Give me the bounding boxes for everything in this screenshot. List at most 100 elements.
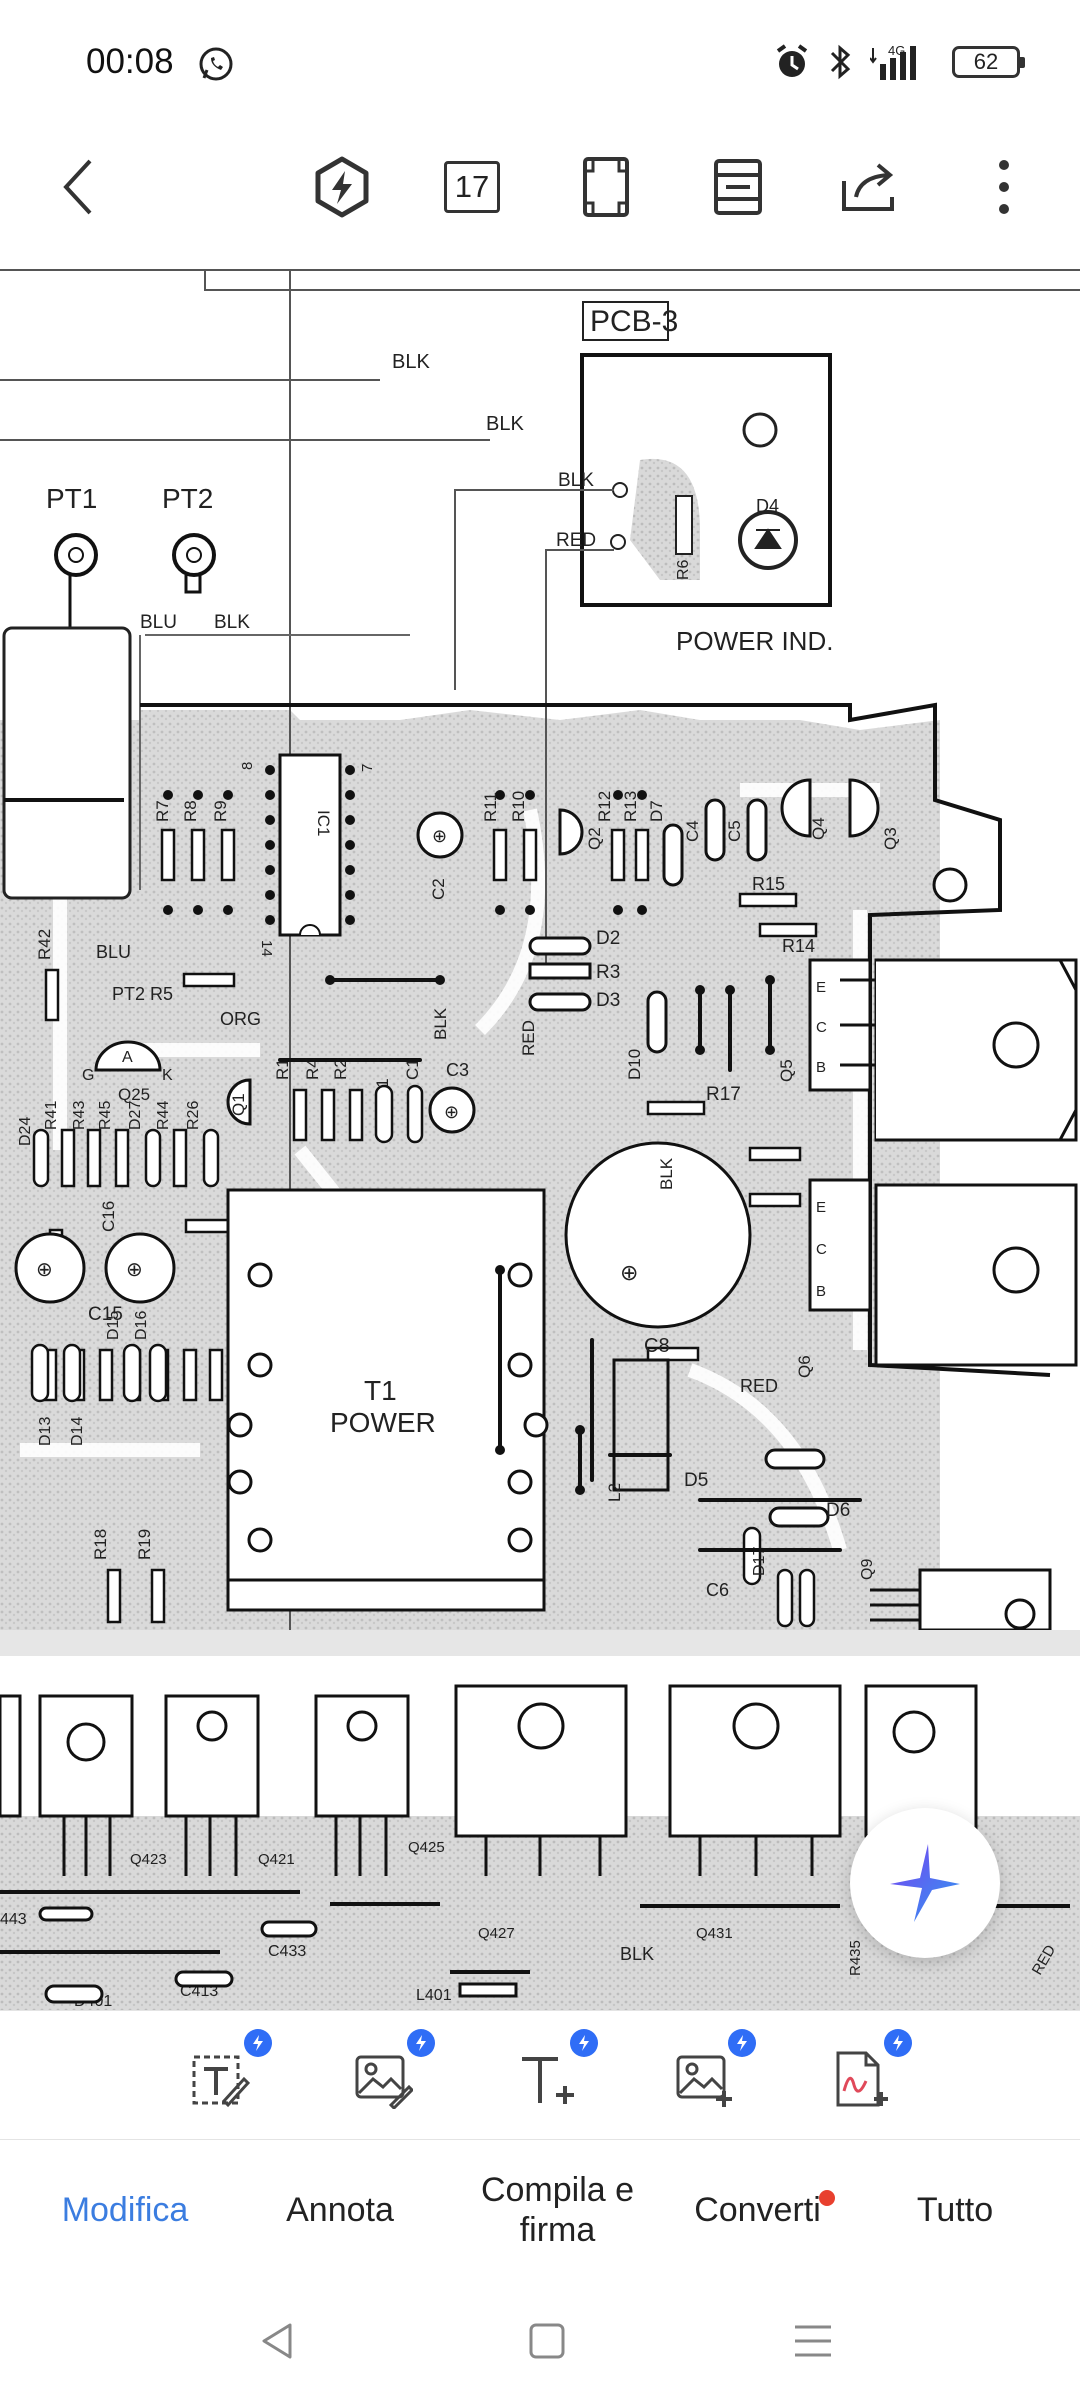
svg-text:E: E [816, 1199, 826, 1216]
svg-text:⊕: ⊕ [36, 1259, 53, 1281]
svg-text:Q1: Q1 [229, 1093, 248, 1116]
svg-text:IC1: IC1 [314, 810, 333, 836]
svg-text:R4: R4 [303, 1058, 322, 1080]
bluetooth-icon [830, 44, 851, 80]
svg-text:R9: R9 [211, 800, 230, 822]
svg-text:BLK: BLK [558, 470, 594, 491]
svg-text:BLK: BLK [214, 612, 250, 633]
page-number-button[interactable]: 17 [430, 145, 514, 229]
page-separator [0, 1630, 1080, 1656]
svg-text:BLK: BLK [392, 351, 430, 373]
svg-text:C: C [816, 1019, 827, 1036]
nav-recents-button[interactable] [778, 2306, 848, 2376]
svg-text:C433: C433 [268, 1943, 306, 1960]
add-image-tool[interactable] [666, 2029, 756, 2117]
add-text-tool[interactable] [508, 2029, 598, 2117]
signal-icon: 4G [870, 43, 916, 80]
fullscreen-button[interactable] [564, 145, 648, 229]
nav-home-icon [529, 2323, 565, 2359]
svg-text:D14: D14 [69, 1417, 86, 1446]
nav-back-button[interactable] [243, 2306, 313, 2376]
svg-text:R12: R12 [595, 791, 614, 822]
tab-modifica[interactable]: Modifica [30, 2170, 220, 2250]
svg-text:⊕: ⊕ [126, 1259, 143, 1281]
ai-badge-icon [570, 2029, 598, 2057]
nav-back-icon [262, 2323, 292, 2359]
svg-text:443: 443 [0, 1911, 27, 1928]
share-button[interactable] [828, 145, 912, 229]
svg-text:R10: R10 [509, 791, 528, 822]
svg-text:D3: D3 [596, 990, 620, 1011]
alarm-icon [776, 44, 808, 77]
svg-text:D13: D13 [37, 1417, 54, 1446]
ai-badge-icon [407, 2029, 435, 2057]
svg-text:Q423: Q423 [130, 1851, 167, 1868]
tab-compila-e-firma[interactable]: Compila e firma [450, 2170, 665, 2250]
svg-text:D4: D4 [756, 496, 779, 516]
tab-label: Converti [694, 2191, 821, 2229]
tab-annota[interactable]: Annota [240, 2170, 440, 2250]
svg-text:G: G [82, 1067, 94, 1084]
reading-mode-icon [714, 159, 762, 215]
svg-text:⊕: ⊕ [444, 1102, 459, 1122]
svg-text:R18: R18 [91, 1529, 110, 1560]
tab-label-wrap: Converti [694, 2190, 835, 2230]
svg-text:D6: D6 [826, 1500, 850, 1521]
svg-text:D16: D16 [133, 1311, 150, 1340]
back-button[interactable] [36, 145, 120, 229]
schematic-drawing: PCB-3 D4 R6 POWER IND. BLK BLK BLK RED P… [0, 269, 1080, 1630]
t1-transformer [226, 1188, 546, 1612]
more-icon [999, 160, 1009, 214]
edit-tools-bar [0, 2010, 1080, 2140]
svg-text:D2: D2 [596, 928, 620, 949]
tab-converti[interactable]: Converti [675, 2170, 840, 2250]
ai-bolt-button[interactable] [300, 145, 384, 229]
tab-tutto[interactable]: Tutto [870, 2170, 1040, 2250]
system-nav-bar [0, 2280, 1080, 2400]
svg-text:Q5: Q5 [777, 1059, 796, 1082]
pdf-viewer[interactable]: PCB-3 D4 R6 POWER IND. BLK BLK BLK RED P… [0, 250, 1080, 2010]
svg-text:Q421: Q421 [258, 1851, 295, 1868]
svg-text:Q2: Q2 [585, 827, 604, 850]
edit-image-tool[interactable] [345, 2029, 435, 2117]
pt2-label: PT2 [162, 483, 213, 514]
svg-text:BLK: BLK [620, 1944, 654, 1964]
reading-mode-button[interactable] [696, 145, 780, 229]
svg-text:R42: R42 [35, 929, 54, 960]
svg-text:⊕: ⊕ [432, 826, 447, 846]
svg-text:C8: C8 [644, 1335, 670, 1357]
svg-text:ORG: ORG [220, 1009, 261, 1029]
svg-text:Q25: Q25 [118, 1085, 150, 1104]
ai-assistant-button[interactable] [850, 1808, 1000, 1958]
svg-text:D10: D10 [625, 1049, 644, 1080]
svg-text:R11: R11 [481, 792, 500, 822]
svg-text:BLK: BLK [657, 1157, 676, 1190]
svg-text:R7: R7 [153, 800, 172, 822]
svg-text:C5: C5 [725, 820, 744, 842]
more-button[interactable] [962, 145, 1046, 229]
sign-tool[interactable] [822, 2029, 912, 2117]
svg-text:Q3: Q3 [881, 827, 900, 850]
pcb3-label: PCB-3 [590, 305, 678, 338]
svg-text:B: B [816, 1059, 826, 1076]
svg-text:A: A [122, 1049, 133, 1066]
svg-text:BLU: BLU [96, 942, 131, 962]
svg-text:R45: R45 [97, 1101, 114, 1130]
notification-dot [818, 2190, 835, 2206]
nav-home-button[interactable] [512, 2306, 582, 2376]
svg-text:C6: C6 [706, 1580, 729, 1600]
svg-text:C15: C15 [88, 1304, 123, 1325]
power-transistor-q5 [808, 958, 1078, 1142]
svg-text:Q427: Q427 [478, 1925, 515, 1942]
pcb3-board [580, 353, 832, 607]
edit-text-tool[interactable] [182, 2029, 272, 2117]
ai-badge-icon [244, 2029, 272, 2057]
svg-text:R1: R1 [273, 1058, 292, 1080]
svg-text:D7: D7 [647, 800, 666, 822]
svg-text:L401: L401 [416, 1987, 452, 2004]
svg-text:B: B [816, 1283, 826, 1300]
svg-text:8: 8 [239, 762, 256, 770]
svg-text:R41: R41 [43, 1101, 60, 1130]
svg-text:BLK: BLK [486, 413, 524, 435]
svg-text:R3: R3 [596, 962, 620, 983]
